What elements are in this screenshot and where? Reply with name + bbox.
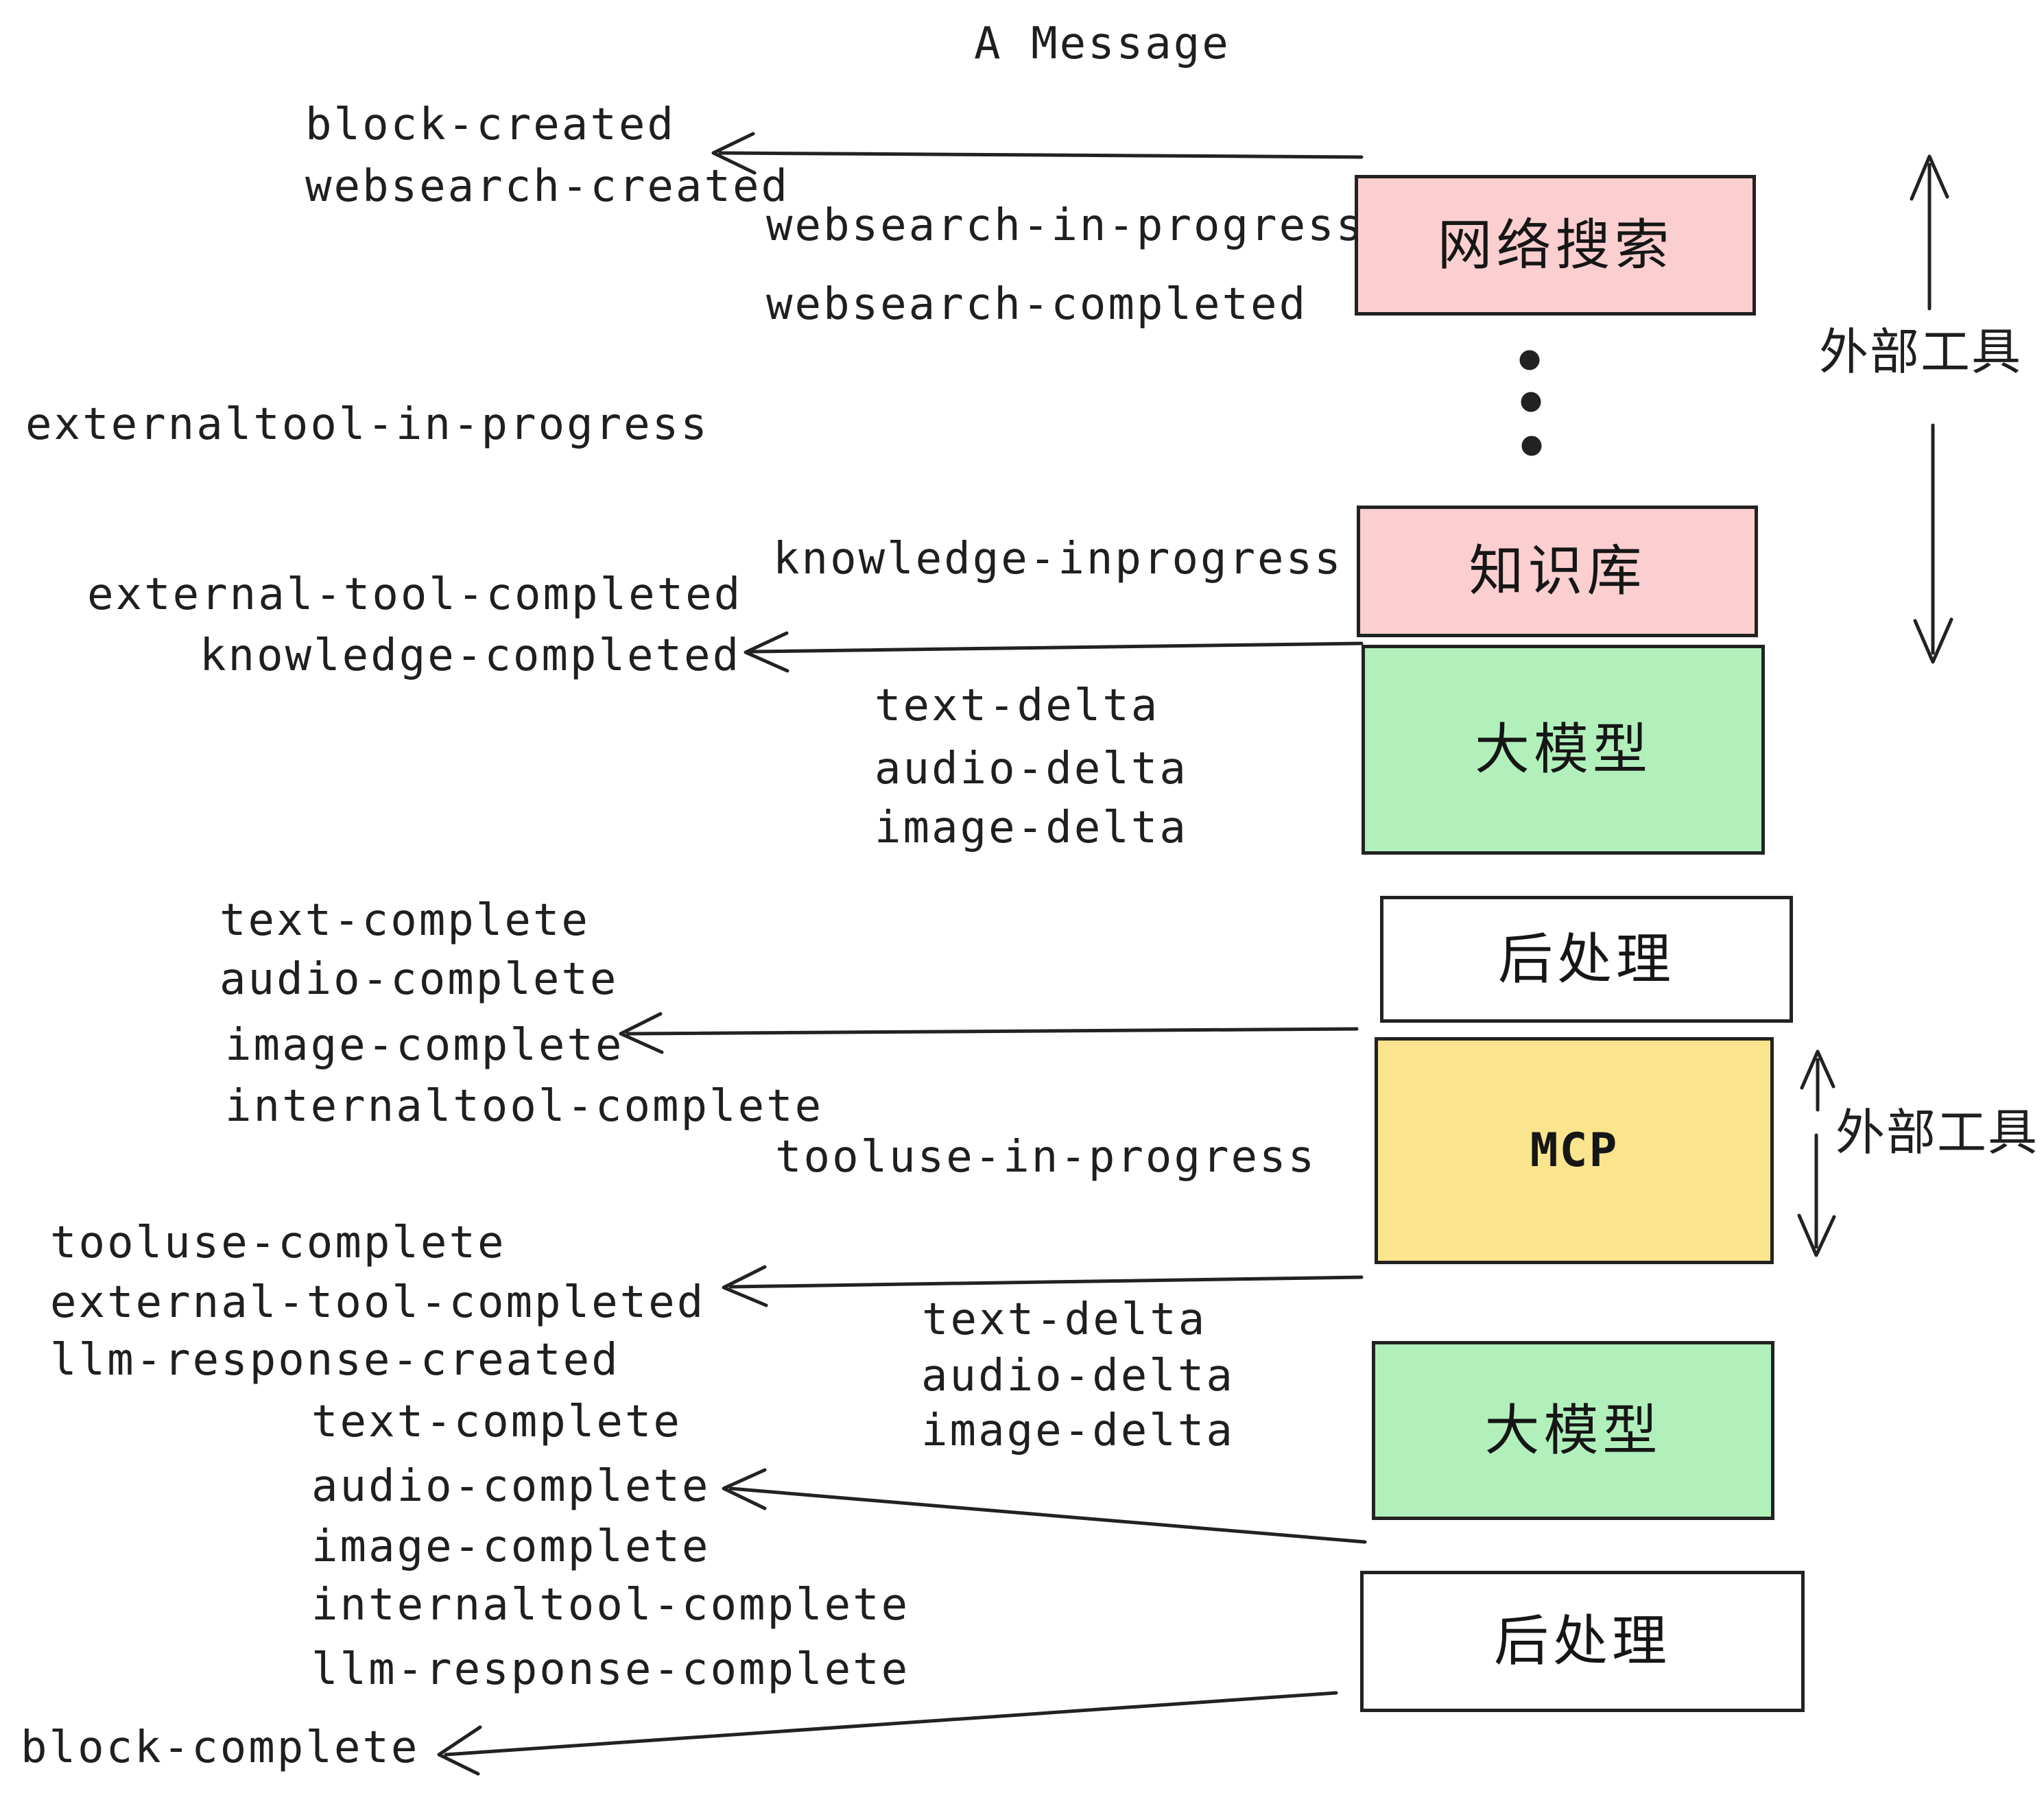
- event-text-delta: text-delta: [922, 1294, 1207, 1345]
- arrow-line-tooluse-complete: [728, 1275, 1364, 1289]
- arrow-line-block-complete: [444, 1691, 1338, 1757]
- arrow-head-websearch-created: [711, 132, 757, 175]
- event-block-complete: block-complete: [21, 1722, 420, 1773]
- event-external-tool-completed: external-tool-completed: [50, 1277, 706, 1328]
- node-postprocess: 后处理: [1380, 896, 1793, 1023]
- node-llm: 大模型: [1362, 645, 1765, 855]
- event-text-delta: text-delta: [875, 680, 1160, 731]
- event-image-delta: image-delta: [921, 1405, 1235, 1456]
- event-audio-delta: audio-delta: [875, 744, 1188, 794]
- arrow-line-audio-complete: [728, 1486, 1367, 1544]
- event-llm-response-complete: llm-response-complete: [311, 1644, 910, 1695]
- arrow-line-websearch-created: [718, 151, 1364, 159]
- annotation-external-tools: 外部工具: [1819, 325, 2023, 380]
- arrow-head-knowledge-completed: [744, 631, 789, 673]
- event-websearch-completed: websearch-completed: [766, 279, 1308, 330]
- event-knowledge-inprogress: knowledge-inprogress: [773, 534, 1343, 584]
- arrow-head-block-complete: [437, 1725, 482, 1776]
- node-websearch: 网络搜索: [1355, 175, 1756, 316]
- event-internaltool-complete: internaltool-complete: [311, 1580, 910, 1630]
- external-tools-2-up-head: [1800, 1049, 1835, 1090]
- diagram-title: A Message: [974, 19, 1231, 69]
- event-websearch-in-progress: websearch-in-progress: [766, 200, 1365, 251]
- external-tools-1-down-head: [1913, 617, 1953, 664]
- node-mcp: MCP: [1375, 1037, 1774, 1264]
- event-external-tool-completed: external-tool-completed: [87, 569, 743, 620]
- arrow-head-tooluse-complete: [722, 1265, 768, 1307]
- ellipsis-dot-3: [1521, 436, 1542, 456]
- event-knowledge-completed: knowledge-completed: [200, 630, 741, 681]
- node-llm: 大模型: [1372, 1341, 1774, 1520]
- event-text-complete: text-complete: [311, 1397, 682, 1447]
- event-internaltool-complete: internaltool-complete: [225, 1081, 824, 1132]
- event-llm-response-created: llm-response-created: [50, 1335, 620, 1386]
- event-audio-delta: audio-delta: [921, 1351, 1235, 1401]
- arrow-head-image-complete: [619, 1012, 664, 1054]
- event-text-complete: text-complete: [219, 895, 590, 946]
- arrow-head-audio-complete: [722, 1468, 767, 1510]
- arrow-line-knowledge-completed: [749, 641, 1364, 654]
- event-image-complete: image-complete: [311, 1521, 711, 1572]
- node-knowledge-base: 知识库: [1357, 506, 1758, 637]
- event-externaltool-in-progress: externaltool-in-progress: [25, 399, 709, 450]
- external-tools-1-up-head: [1910, 154, 1949, 201]
- event-audio-complete: audio-complete: [219, 954, 619, 1005]
- external-tools-2-down-head: [1797, 1213, 1836, 1257]
- ellipsis-dot-2: [1521, 392, 1541, 412]
- event-tooluse-in-progress: tooluse-in-progress: [775, 1132, 1317, 1183]
- event-block-created: block-created: [305, 99, 676, 150]
- node-postprocess: 后处理: [1360, 1571, 1805, 1712]
- event-image-complete: image-complete: [225, 1020, 624, 1071]
- event-tooluse-complete: tooluse-complete: [50, 1218, 506, 1268]
- arrow-line-image-complete: [626, 1027, 1359, 1036]
- event-image-delta: image-delta: [875, 803, 1188, 853]
- annotation-external-tools: 外部工具: [1835, 1106, 2039, 1161]
- event-audio-complete: audio-complete: [311, 1461, 711, 1512]
- ellipsis-dot-1: [1519, 350, 1540, 370]
- event-websearch-created: websearch-created: [305, 161, 790, 212]
